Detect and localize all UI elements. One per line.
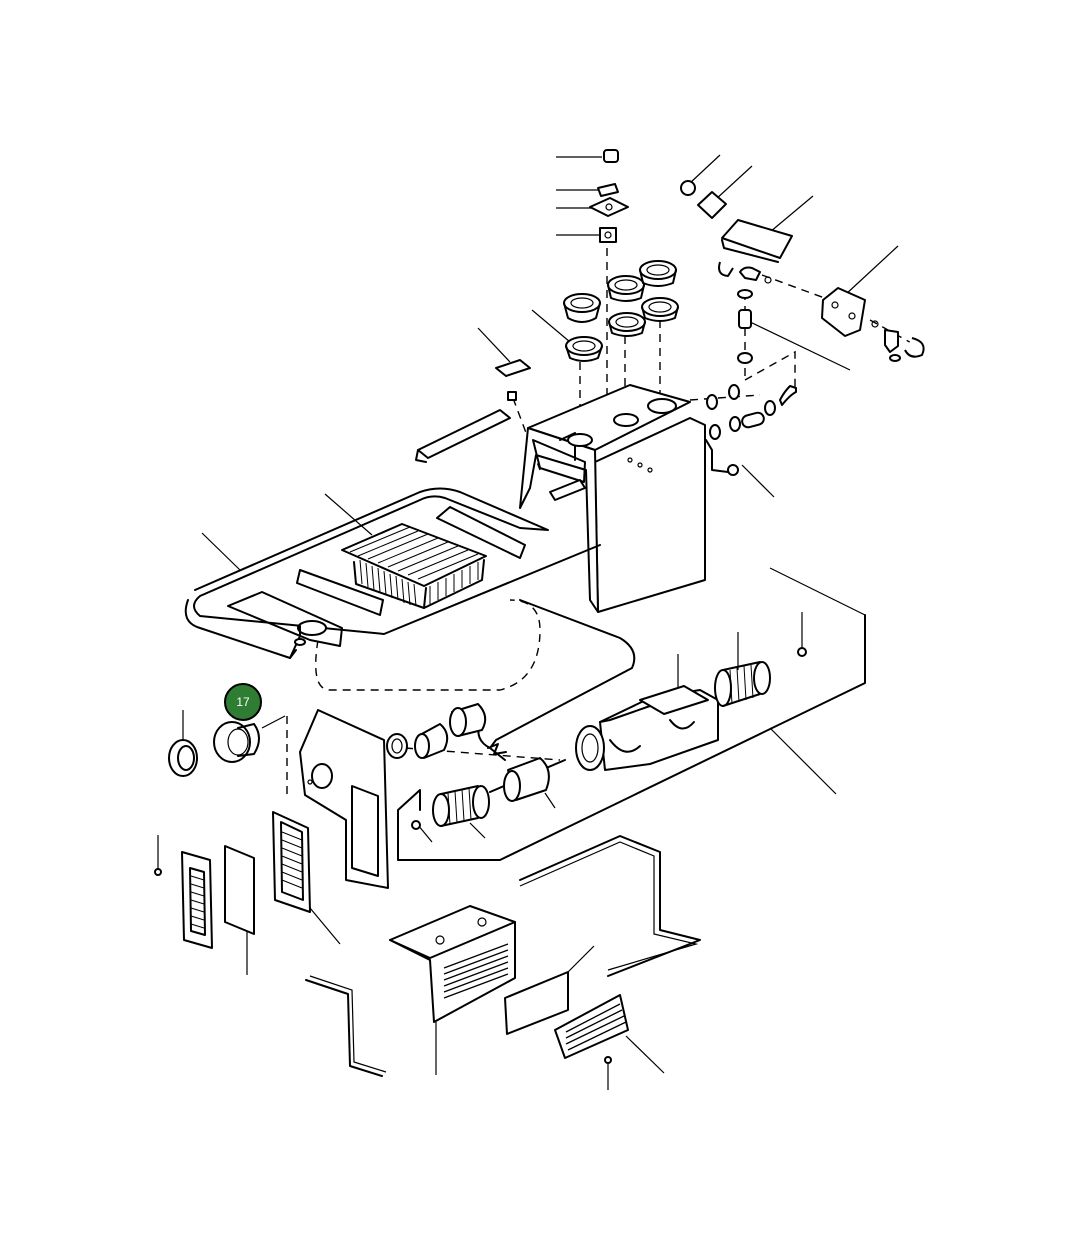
leader-lines [157, 154, 899, 1090]
housing-side-plate [299, 709, 389, 889]
blower-wheel-right [714, 661, 771, 707]
blower-wheel-left [432, 785, 490, 827]
seal-strips [227, 506, 526, 647]
valve-assembly [680, 180, 925, 364]
heater-core [341, 523, 487, 609]
callout-label: 17 [236, 695, 250, 709]
case-gasket [184, 487, 601, 659]
callout-badge-17[interactable]: 17 [224, 683, 262, 721]
case-grommet [294, 638, 306, 646]
blower-housing [575, 685, 719, 771]
mounting-bracket [415, 359, 531, 463]
blower-motor [487, 743, 566, 802]
blower-wheels [432, 661, 771, 827]
louvre-vents [563, 260, 679, 362]
top-control-parts [589, 149, 629, 243]
heater-housing [519, 384, 706, 613]
duct-adapters [386, 703, 487, 759]
duct-rings [168, 721, 260, 777]
bottom-covers [305, 835, 701, 1077]
assembly-bracket-line [397, 614, 866, 861]
air-filters [154, 811, 311, 949]
hose-fittings [705, 384, 797, 476]
